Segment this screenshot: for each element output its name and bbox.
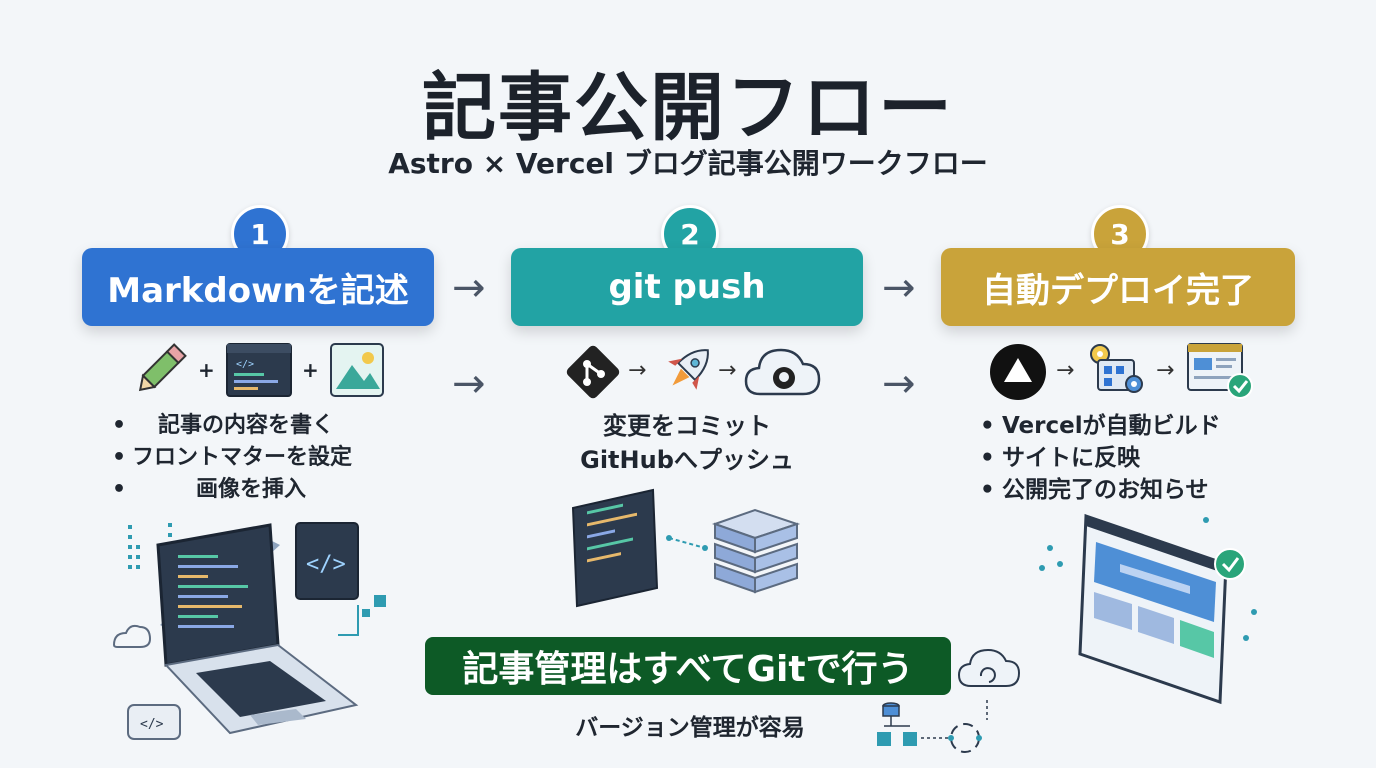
bullet-mark: • [112, 445, 127, 470]
step-box-markdown: Markdownを記述 [82, 248, 434, 326]
bullet-mark: • [980, 445, 995, 471]
flow-arrow-3: → [452, 361, 486, 407]
terminal-to-server-illustration [571, 488, 801, 608]
small-arrow: → [1056, 358, 1075, 383]
step-box-git-push: git push [511, 248, 863, 326]
bullet-item: 記事の内容を書く [158, 413, 335, 438]
svg-text:</>: </> [140, 717, 164, 732]
page-subtitle: Astro × Vercel ブログ記事公開ワークフロー [388, 147, 988, 180]
vercel-icon [990, 344, 1046, 400]
bullet-mark: • [112, 477, 127, 502]
git-management-subtext: バージョン管理が容易 [575, 715, 805, 741]
pencil-icon [138, 343, 187, 392]
github-cloud-icon [744, 348, 821, 396]
bullet-item: フロントマターを設定 [132, 445, 353, 470]
bullet-mark: • [112, 413, 127, 438]
svg-text:</>: </> [236, 359, 254, 370]
step2-line: GitHubへプッシュ [580, 446, 794, 474]
bullet-mark: • [980, 413, 995, 439]
image-icon [330, 343, 384, 397]
laptop-illustration: </> </> [112, 522, 386, 740]
git-icon [566, 345, 620, 399]
code-window-icon: </> [226, 343, 292, 397]
step2-line: 変更をコミット [603, 412, 771, 440]
page-title: 記事公開フロー [422, 65, 954, 151]
step2-text: 変更をコミット GitHubへプッシュ [511, 409, 863, 477]
bullet-item: 公開完了のお知らせ [1002, 477, 1209, 503]
step1-bullets: • 記事の内容を書く •フロントマターを設定 • 画像を挿入 [112, 410, 412, 506]
flow-arrow-1: → [452, 265, 486, 311]
small-arrow: → [628, 358, 647, 383]
step3-bullets: • Vercelが自動ビルド • サイトに反映 • 公開完了のお知らせ [980, 410, 1280, 506]
flow-arrow-4: → [882, 361, 916, 407]
small-arrow: → [718, 358, 737, 383]
build-gear-icon [1090, 344, 1143, 393]
plus-sign-1: + [198, 358, 215, 382]
plus-sign-2: + [302, 358, 319, 382]
bullet-item: 画像を挿入 [196, 477, 307, 502]
published-page-icon [1187, 343, 1253, 399]
git-management-banner: 記事管理はすべてGitで行う [425, 637, 951, 695]
rocket-icon [668, 349, 709, 390]
bullet-mark: • [980, 477, 995, 503]
website-illustration [1039, 513, 1257, 705]
step-box-deploy: 自動デプロイ完了 [941, 248, 1295, 326]
flow-arrow-2: → [882, 265, 916, 311]
bullet-item: Vercelが自動ビルド [1002, 413, 1221, 439]
version-control-diagram [877, 648, 1021, 753]
small-arrow: → [1156, 358, 1175, 383]
bullet-item: サイトに反映 [1002, 445, 1140, 471]
svg-text:</>: </> [306, 552, 346, 577]
